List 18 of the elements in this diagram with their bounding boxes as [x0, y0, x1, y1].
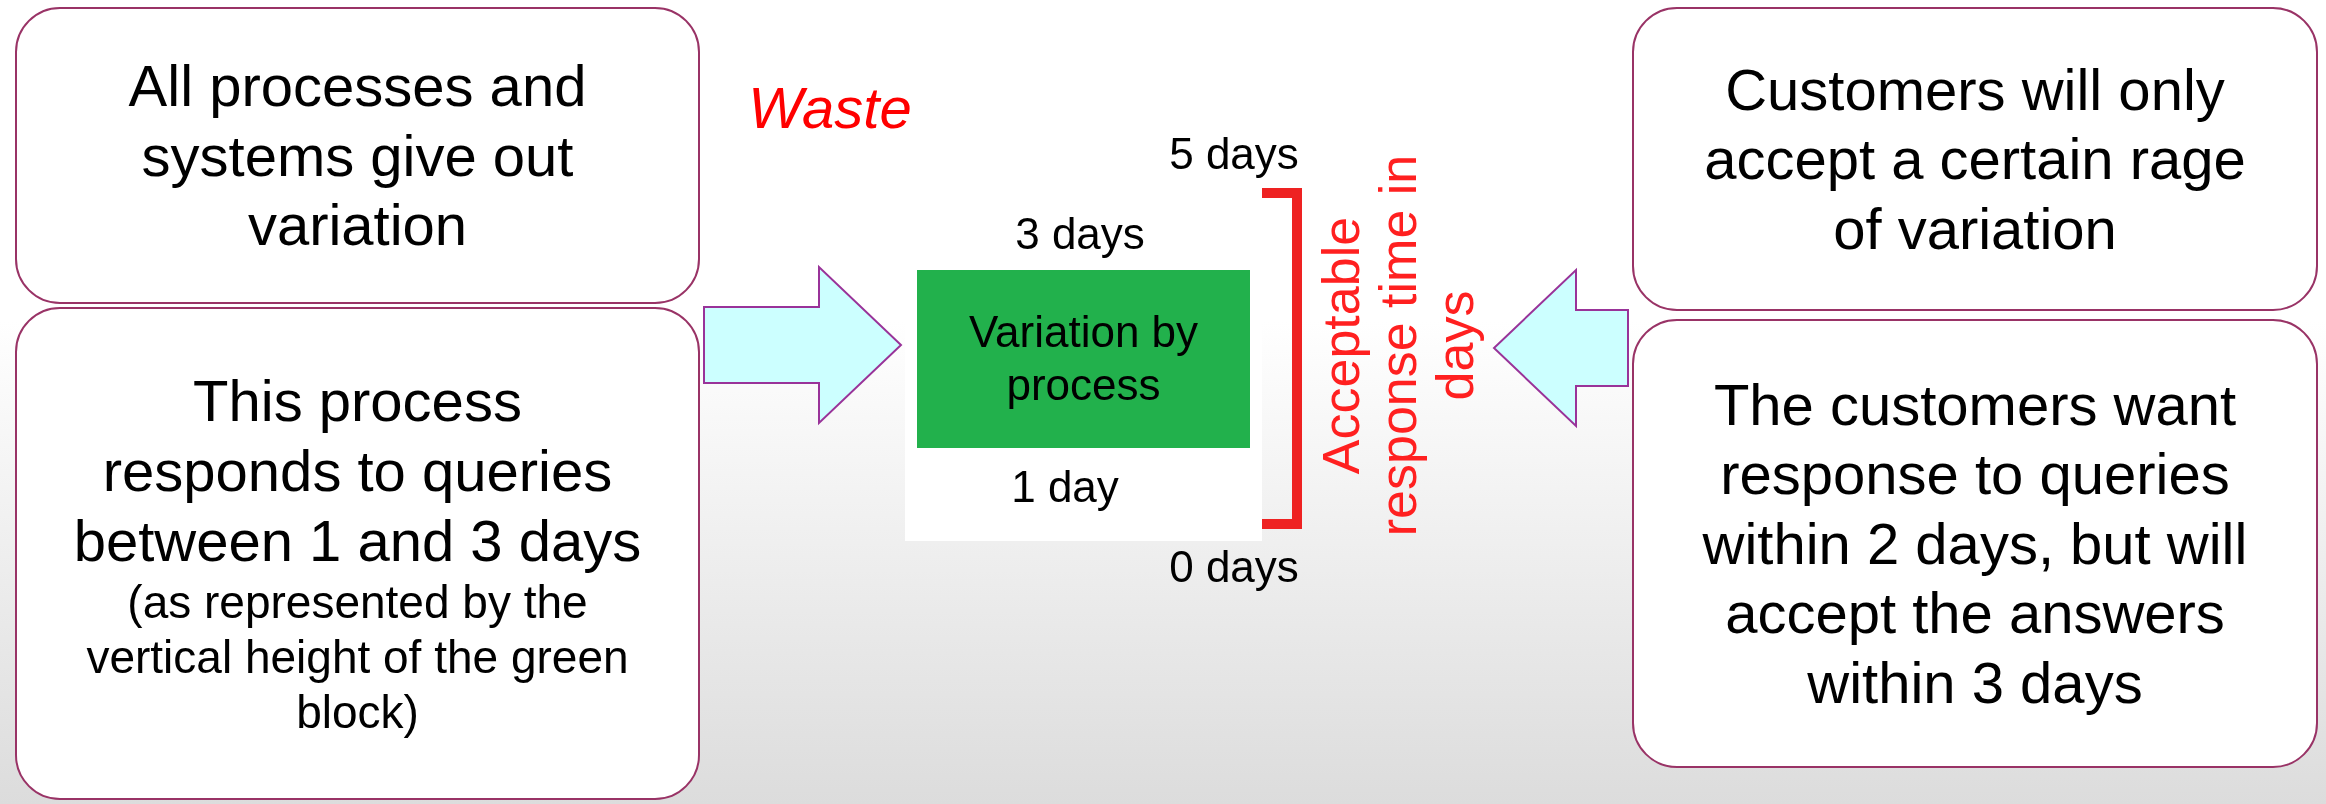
box-text: All processes and systems give out variation: [127, 52, 588, 260]
block-arrow: [703, 264, 903, 426]
rounded-text-box: [15, 7, 700, 304]
box-text: This process responds to queries between 1 and 3 days: [72, 367, 643, 575]
block-arrow: [1492, 267, 1629, 429]
day-label: 3 days: [1015, 209, 1145, 259]
rounded-text-box: [15, 307, 700, 800]
rounded-text-box: [1632, 7, 2318, 311]
day-label: 1 day: [1011, 462, 1119, 512]
box-text: Customers will only accept a certain rage of variation: [1703, 55, 2247, 263]
box-text: (as represented by the vertical height of the green block): [85, 575, 630, 741]
rounded-text-box: [1632, 319, 2318, 768]
waste-label: Waste: [748, 73, 912, 141]
day-label: 5 days: [1169, 129, 1299, 179]
rotated-axis-label: Acceptable response time in days: [1305, 130, 1490, 560]
box-text: The customers want response to queries within 2 days, but will accept the answers within 3 days: [1701, 370, 2249, 717]
day-label: 0 days: [1169, 542, 1299, 592]
variation-block: Variation by process: [917, 270, 1250, 448]
